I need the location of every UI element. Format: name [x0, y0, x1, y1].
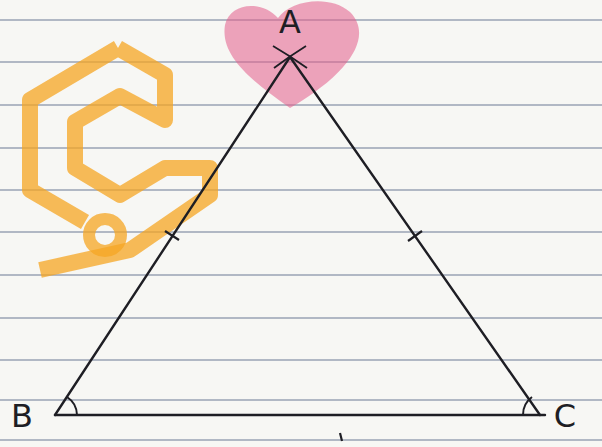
triangle-sides: [55, 57, 545, 415]
vertex-label: A: [279, 6, 301, 38]
vertex-label: B: [11, 400, 33, 432]
equal-side-ticks: [165, 231, 422, 441]
vertex-label: C: [554, 400, 576, 432]
angle-arcs: [67, 397, 532, 415]
watermark-heart: [224, 1, 359, 108]
construction-arcs: [273, 46, 307, 68]
watermark-logo: [30, 48, 210, 270]
